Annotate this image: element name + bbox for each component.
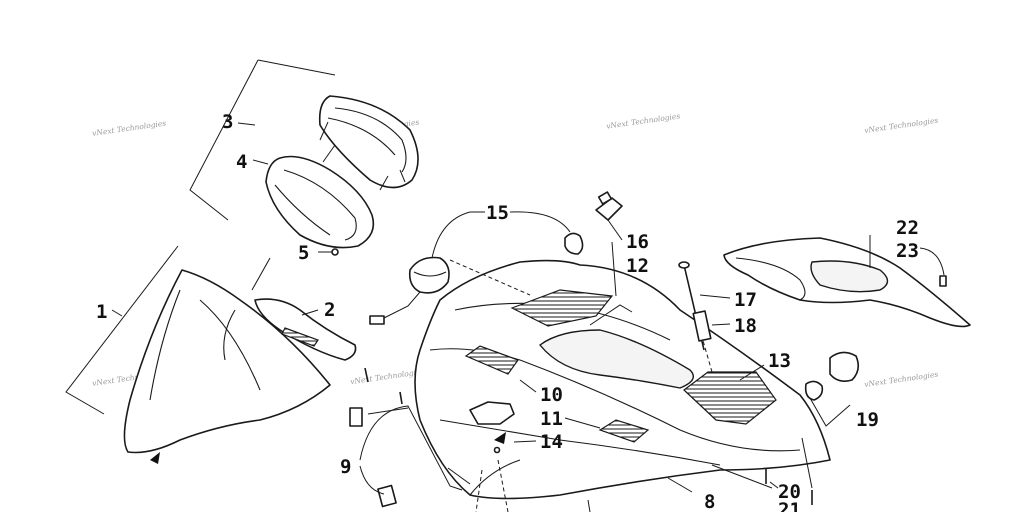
main-console (414, 241, 831, 512)
callout-13: 13 (768, 350, 791, 372)
bolt-assembly (678, 261, 731, 351)
callout-9: 9 (340, 456, 351, 478)
bracket-3 (189, 59, 336, 221)
gauge-bezel (265, 155, 375, 249)
callout-10: 10 (540, 384, 563, 406)
instrument-cluster (189, 59, 419, 256)
watermark-4: vNext Technologies (864, 116, 939, 135)
windshield (65, 245, 357, 464)
callout-16: 16 (626, 231, 649, 253)
plate-14 (469, 401, 515, 425)
watermark-1: vNext Technologies (92, 119, 167, 138)
grommet (564, 232, 584, 255)
callout-21: 21 (778, 499, 801, 512)
callout-19: 19 (856, 409, 879, 431)
decal-11 (598, 419, 650, 443)
fasteners (349, 367, 813, 508)
key-16 (595, 197, 623, 221)
callout-18: 18 (734, 315, 757, 337)
windshield-trim (254, 298, 357, 361)
callout-17: 17 (734, 289, 757, 311)
callout-8: 8 (704, 491, 715, 512)
decal-10 (464, 345, 519, 375)
callout-14: 14 (540, 431, 563, 453)
callout-5: 5 (298, 242, 309, 264)
watermark-3: vNext Technologies (606, 111, 681, 130)
switch-assembly (369, 191, 623, 325)
watermark-8: vNext Technologies (864, 370, 939, 389)
callout-23: 23 (896, 240, 919, 262)
bracket-1 (65, 245, 179, 415)
callout-1: 1 (96, 301, 107, 323)
watermark-6: vNext Technologies (350, 367, 425, 386)
callout-15: 15 (486, 202, 509, 224)
console-body (414, 259, 831, 500)
windshield-panel (123, 269, 331, 454)
callout-22: 22 (896, 217, 919, 239)
switch-15 (408, 256, 450, 294)
callout-3: 3 (222, 111, 233, 133)
callout-labels: 1 2 3 4 5 8 9 10 11 12 13 14 15 16 17 18… (96, 111, 919, 512)
callout-11: 11 (540, 408, 563, 430)
callout-2: 2 (324, 299, 335, 321)
gauge-housing (318, 95, 419, 189)
rear-cover (723, 235, 971, 328)
callout-4: 4 (236, 151, 247, 173)
decal-12 (510, 289, 614, 327)
callout-20: 20 (778, 481, 801, 503)
decal-13 (683, 371, 777, 425)
callout-12: 12 (626, 255, 649, 277)
socket-19 (804, 351, 860, 427)
